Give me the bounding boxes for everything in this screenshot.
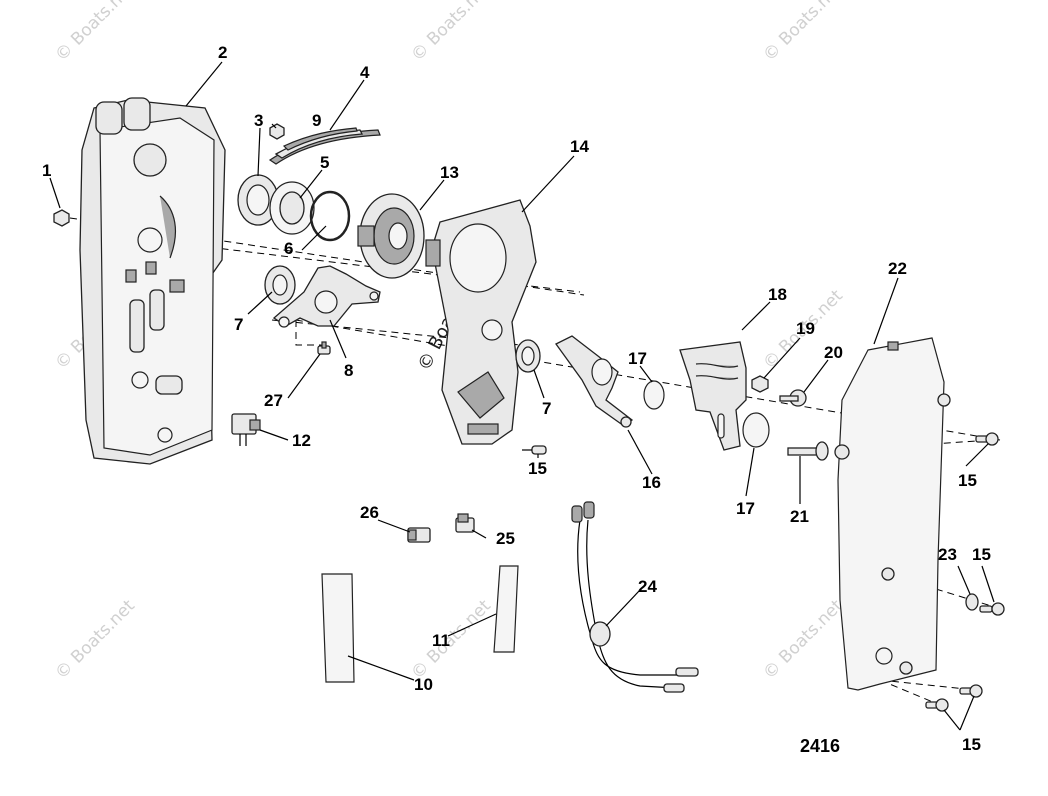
slotted-bracket-part-18 [679,341,747,451]
callout-4: 4 [360,63,370,82]
callout-1: 1 [42,161,51,180]
left-housing-part [79,97,226,465]
callout-5: 5 [320,153,329,172]
watermark: © Boats.net [51,596,139,684]
screw-part-20 [779,389,807,407]
callout-8: 8 [344,361,353,380]
callout-25: 25 [496,529,515,548]
callout-7-left: 7 [234,315,243,334]
callout-2: 2 [218,43,227,62]
callout-11: 11 [432,631,450,650]
pin-part-21 [787,441,829,461]
ring-part-6 [309,190,351,242]
callout-15-bottom-right: 15 [962,735,981,754]
callout-27: 27 [264,391,283,410]
callout-22: 22 [888,259,907,278]
figure-number: 2416 [800,736,840,756]
callout-15-center: 15 [528,459,547,478]
screw-part-15-mid-right [979,602,1005,616]
nut-part-1 [53,209,70,227]
screw-part-15-upper-right [975,432,999,446]
callout-21: 21 [790,507,809,526]
callout-13: 13 [440,163,459,182]
callout-15-upper-right: 15 [958,471,977,490]
right-cover-part-22 [834,337,951,691]
watermark: © Boats.net [759,596,847,684]
decal-part-10 [321,573,355,683]
screw-part-15-lower-right [925,684,983,712]
decal-strips-part [268,127,381,165]
decal-part-11 [493,565,519,653]
bearing-part-3-inner [246,184,270,216]
callout-14: 14 [570,137,589,156]
bearing-part-7-right-inner [521,346,535,366]
callout-16: 16 [642,473,661,492]
watermark: © Boats.net [407,0,495,66]
screw-part-27 [317,341,331,355]
callout-6: 6 [284,239,293,258]
nut-part-19 [751,375,769,393]
callout-17-lower: 17 [736,499,755,518]
lever-arm-part-16 [555,335,634,428]
callout-15-mid-right: 15 [972,545,991,564]
leader-lines [49,61,995,731]
watermark: © Boats.net [759,0,847,66]
washer-part-17-upper [643,380,665,410]
callout-19: 19 [796,319,815,338]
callout-23: 23 [938,545,957,564]
callout-9: 9 [312,111,321,130]
callout-24: 24 [638,577,657,596]
callouts: 1 2 3 4 5 6 7 7 8 9 10 11 12 13 14 15 15… [42,43,991,754]
watermark: © Boats.net [51,0,139,66]
callout-26: 26 [360,503,379,522]
callout-17-upper: 17 [628,349,647,368]
washer-part-17-lower [742,412,770,448]
callout-12: 12 [292,431,311,450]
switch-part-12 [231,413,261,446]
callout-20: 20 [824,343,843,362]
washer-part-23 [965,593,979,611]
bearing-part-7-left-inner [272,274,288,296]
wire-harness-part-24 [571,501,699,693]
callout-10: 10 [414,675,433,694]
screw-part-15-center [522,445,547,455]
center-plate-part-14 [425,199,537,445]
callout-18: 18 [768,285,787,304]
watermark: © Boats.net [407,596,495,684]
clip-part-25 [455,513,475,533]
nut-part-9 [269,123,285,140]
callout-7-right: 7 [542,399,551,418]
callout-3: 3 [254,111,263,130]
clip-part-26 [407,527,431,543]
drum-assembly-part-13 [357,193,425,279]
bracket-plate-part-8 [272,265,381,328]
washer-part-5-inner [279,191,305,225]
